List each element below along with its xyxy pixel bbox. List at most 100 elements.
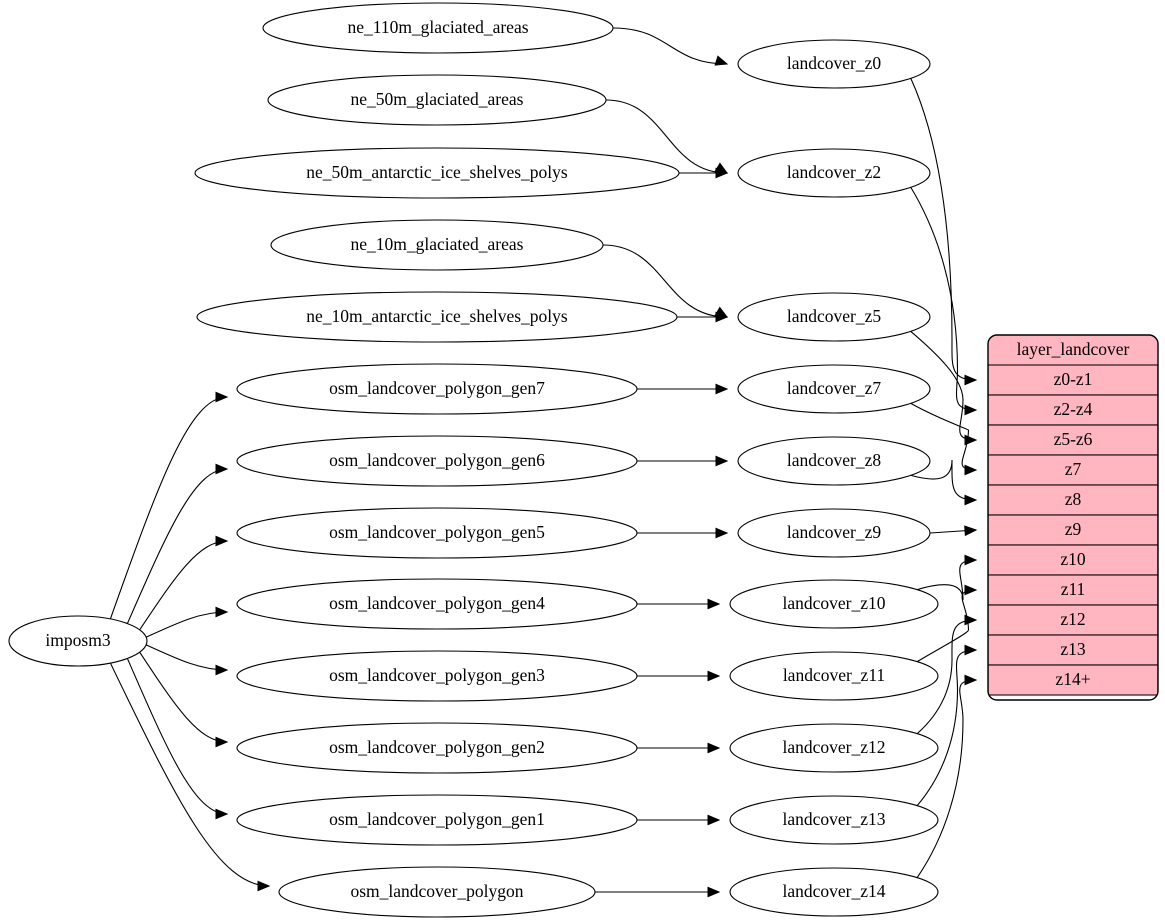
edge-ne_110m_glaciated_areas-to-landcover_z0 — [612, 27, 728, 65]
node-ellipse — [196, 291, 678, 343]
node-ellipse — [236, 578, 638, 630]
node-osm_landcover_polygon_gen2[interactable]: osm_landcover_polygon_gen2 — [236, 722, 638, 774]
node-landcover_z9[interactable]: landcover_z9 — [737, 508, 931, 558]
table-row-z10[interactable] — [988, 544, 1158, 576]
node-label: landcover_z9 — [787, 522, 882, 542]
edge-landcover_z8-to-cell-z8 — [910, 459, 977, 501]
edge-imposm3-to-osm_landcover_polygon — [109, 662, 270, 887]
node-ellipse — [270, 219, 604, 271]
node-label: ne_50m_glaciated_areas — [351, 89, 524, 109]
edge-imposm3-to-osm_landcover_polygon_gen3 — [145, 644, 228, 671]
edge-arrowhead — [707, 886, 721, 898]
edge-arrowhead — [215, 535, 229, 547]
node-ellipse — [236, 507, 638, 559]
node-osm_landcover_polygon_gen5[interactable]: osm_landcover_polygon_gen5 — [236, 507, 638, 559]
edge-imposm3-to-osm_landcover_polygon_gen2 — [139, 651, 228, 743]
node-label: osm_landcover_polygon_gen3 — [329, 665, 545, 685]
table-header-cell — [988, 335, 1158, 365]
edge-imposm3-to-osm_landcover_polygon_gen1 — [126, 658, 228, 815]
node-ellipse — [737, 39, 931, 89]
table-header-label: layer_landcover — [1017, 339, 1130, 359]
edge-arrowhead — [964, 525, 978, 537]
node-landcover_z8[interactable]: landcover_z8 — [737, 436, 931, 486]
node-imposm3[interactable]: imposm3 — [8, 615, 148, 667]
edge-arrowhead — [707, 742, 721, 754]
node-label: ne_10m_antarctic_ice_shelves_polys — [306, 306, 568, 326]
edge-arrowhead — [215, 736, 229, 748]
edge-arrowhead — [964, 494, 978, 506]
node-ellipse — [194, 147, 680, 199]
table-row-z9[interactable] — [988, 514, 1158, 546]
node-ellipse — [737, 508, 931, 558]
table-row-z5-z6[interactable] — [988, 424, 1158, 456]
node-ellipse — [729, 723, 939, 773]
node-ellipse — [729, 651, 939, 701]
node-osm_landcover_polygon_gen3[interactable]: osm_landcover_polygon_gen3 — [236, 650, 638, 702]
table-row-label-z12: z12 — [1060, 609, 1085, 629]
table-row-label-z7: z7 — [1065, 459, 1082, 479]
node-osm_landcover_polygon_gen4[interactable]: osm_landcover_polygon_gen4 — [236, 578, 638, 630]
edge-landcover_z12-to-cell-z12 — [916, 619, 977, 735]
node-osm_landcover_polygon_gen6[interactable]: osm_landcover_polygon_gen6 — [236, 435, 638, 487]
edge-landcover_z11-to-cell-z11 — [916, 589, 977, 663]
table-row-z12[interactable] — [988, 604, 1158, 636]
table-row-label-z14+: z14+ — [1055, 669, 1090, 689]
edge-arrowhead — [215, 808, 229, 820]
edge-arrowhead — [215, 606, 229, 618]
edge-arrowhead — [215, 391, 229, 403]
node-ellipse — [737, 292, 931, 342]
node-ne_50m_glaciated_areas[interactable]: ne_50m_glaciated_areas — [267, 74, 607, 126]
node-ellipse — [278, 866, 596, 918]
nodes-layer: imposm3 ne_110m_glaciated_areas ne_50m_gla… — [8, 2, 939, 918]
edge-arrowhead — [257, 880, 271, 892]
node-label: landcover_z0 — [787, 53, 882, 73]
node-landcover_z12[interactable]: landcover_z12 — [729, 723, 939, 773]
node-osm_landcover_polygon_gen7[interactable]: osm_landcover_polygon_gen7 — [236, 363, 638, 415]
node-osm_landcover_polygon_gen1[interactable]: osm_landcover_polygon_gen1 — [236, 794, 638, 846]
node-label: osm_landcover_polygon_gen7 — [329, 378, 545, 398]
edge-landcover_z2-to-cell-z2-z4 — [910, 187, 977, 411]
node-label: landcover_z13 — [782, 809, 885, 829]
node-ellipse — [729, 795, 939, 845]
table-row-z13[interactable] — [988, 634, 1158, 666]
node-ellipse — [729, 867, 939, 917]
node-landcover_z0[interactable]: landcover_z0 — [737, 39, 931, 89]
node-osm_landcover_polygon[interactable]: osm_landcover_polygon — [278, 866, 596, 918]
table-row-label-z8: z8 — [1065, 489, 1082, 509]
node-ellipse — [236, 722, 638, 774]
edge-arrowhead — [715, 167, 729, 179]
table-row-z7[interactable] — [988, 454, 1158, 486]
layer-landcover-table: layer_landcoverz0-z1z2-z4z5-z6z7z8z9z10z… — [987, 334, 1159, 701]
node-landcover_z2[interactable]: landcover_z2 — [737, 148, 931, 198]
table-row-z2-z4[interactable] — [988, 394, 1158, 426]
node-label: ne_50m_antarctic_ice_shelves_polys — [306, 162, 568, 182]
table-row-z14+[interactable] — [988, 664, 1158, 696]
edge-arrowhead — [964, 674, 978, 686]
edge-landcover_z13-to-cell-z13 — [916, 649, 977, 806]
edge-arrowhead — [715, 311, 729, 323]
node-landcover_z13[interactable]: landcover_z13 — [729, 795, 939, 845]
node-ellipse — [236, 435, 638, 487]
node-ellipse — [737, 148, 931, 198]
node-ne_10m_antarctic_ice_shelves_polys[interactable]: ne_10m_antarctic_ice_shelves_polys — [196, 291, 678, 343]
node-landcover_z5[interactable]: landcover_z5 — [737, 292, 931, 342]
node-landcover_z14[interactable]: landcover_z14 — [729, 867, 939, 917]
node-ne_110m_glaciated_areas[interactable]: ne_110m_glaciated_areas — [262, 2, 614, 54]
edge-landcover_z5-to-cell-z5-z6 — [910, 330, 977, 441]
edge-imposm3-to-osm_landcover_polygon_gen5 — [139, 540, 228, 631]
node-landcover_z7[interactable]: landcover_z7 — [737, 364, 931, 414]
node-ne_50m_antarctic_ice_shelves_polys[interactable]: ne_50m_antarctic_ice_shelves_polys — [194, 147, 680, 199]
node-landcover_z11[interactable]: landcover_z11 — [729, 651, 939, 701]
node-ellipse — [729, 579, 939, 629]
node-label: landcover_z14 — [782, 881, 885, 901]
edge-landcover_z7-to-cell-z7 — [910, 402, 977, 471]
edge-arrowhead — [707, 814, 721, 826]
node-label: osm_landcover_polygon_gen2 — [329, 737, 545, 757]
node-ne_10m_glaciated_areas[interactable]: ne_10m_glaciated_areas — [270, 219, 604, 271]
edge-arrowhead — [707, 598, 721, 610]
edge-imposm3-to-osm_landcover_polygon_gen6 — [126, 468, 228, 624]
node-landcover_z10[interactable]: landcover_z10 — [729, 579, 939, 629]
node-label: landcover_z2 — [787, 162, 881, 182]
node-label: ne_10m_glaciated_areas — [351, 234, 524, 254]
edge-arrowhead — [715, 527, 729, 539]
